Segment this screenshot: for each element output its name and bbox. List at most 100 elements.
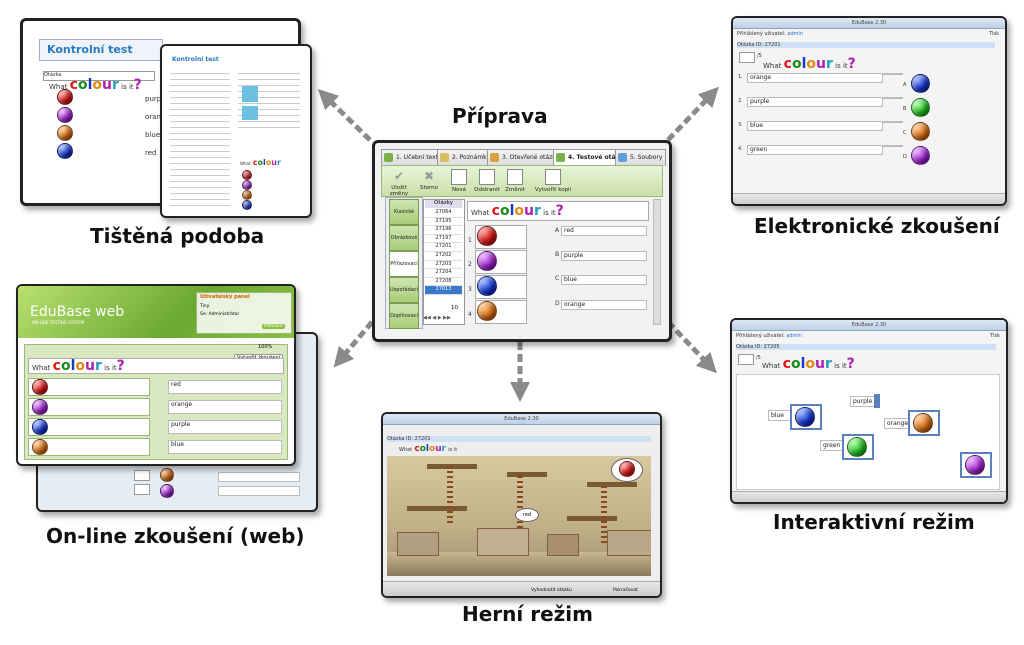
question-list-item[interactable]: 27195 bbox=[425, 217, 462, 227]
print-button[interactable]: Tisk bbox=[989, 31, 999, 37]
side-tab-usporadaci[interactable]: Uspořádací bbox=[389, 277, 419, 303]
copy-doc-icon bbox=[545, 169, 561, 185]
item-num-3: 3. bbox=[738, 122, 743, 128]
answer-num-3: 3 bbox=[468, 286, 472, 293]
item-select-3[interactable] bbox=[883, 121, 903, 123]
question-list-item[interactable]: 27197 bbox=[425, 234, 462, 244]
question-list-item[interactable]: 27201 bbox=[425, 243, 462, 252]
online-option-purple[interactable]: purple bbox=[168, 420, 282, 434]
side-tab-doplnovaci[interactable]: Doplňovací bbox=[389, 303, 419, 329]
online-option-orange[interactable]: orange bbox=[168, 400, 282, 414]
online-option-blue[interactable]: blue bbox=[168, 440, 282, 454]
answer-text-a[interactable]: red bbox=[561, 226, 647, 236]
question-count: 10 bbox=[451, 305, 458, 311]
item-text-purple[interactable]: purple bbox=[747, 97, 883, 107]
online-question-text: What colour is it? bbox=[32, 358, 125, 374]
item-text-green[interactable]: green bbox=[747, 145, 883, 155]
item-select-4[interactable] bbox=[883, 145, 903, 147]
answer-letter-a: A bbox=[555, 227, 560, 234]
item-text-blue[interactable]: blue bbox=[747, 121, 883, 131]
interactive-question-text: What colour is it? bbox=[762, 356, 855, 372]
cancel-button[interactable]: ✖Storno bbox=[419, 169, 439, 191]
item-select-2[interactable] bbox=[883, 97, 903, 99]
game-speech-bubble: red bbox=[515, 508, 539, 522]
printed-title: Kontrolní test bbox=[47, 43, 133, 56]
user-panel-row: Se: Administrátor bbox=[200, 312, 240, 317]
question-list-item[interactable]: 27204 bbox=[425, 269, 462, 278]
editor-window: 1. Učební text 2. Poznámky 3. Otevřené o… bbox=[372, 140, 672, 342]
online-option-red[interactable]: red bbox=[168, 380, 282, 394]
item-num-2: 2. bbox=[738, 98, 743, 104]
answer-text-b[interactable]: purple bbox=[561, 251, 647, 261]
printed-question: What colour is it? bbox=[49, 77, 142, 93]
item-text-orange[interactable]: orange bbox=[747, 73, 883, 83]
question-list-item-selected[interactable]: 27013 bbox=[425, 286, 462, 295]
interactive-page-count: /5 bbox=[756, 355, 761, 361]
page-selector[interactable] bbox=[739, 52, 755, 63]
printed-option-3: blue bbox=[145, 131, 161, 139]
tab-poznamky[interactable]: 2. Poznámky bbox=[437, 149, 494, 166]
tab-ucebni-text[interactable]: 1. Učební text bbox=[381, 149, 443, 166]
side-tab-prirazovaci[interactable]: Přiřazovací bbox=[389, 251, 419, 277]
print-button-2[interactable]: Tisk bbox=[990, 333, 1000, 339]
printed-option-1: purple bbox=[145, 95, 168, 103]
continue-button[interactable]: Pokračovat bbox=[613, 588, 638, 593]
caption-priprava: Příprava bbox=[452, 104, 548, 128]
answer-num-2: 2 bbox=[468, 261, 472, 268]
answer-letter-b: B bbox=[555, 251, 560, 258]
electronic-question-text: What colour is it? bbox=[763, 56, 856, 72]
editor-scrollbar[interactable] bbox=[653, 199, 661, 325]
question-list-item[interactable]: 27064 bbox=[425, 209, 462, 218]
caption-elektronicke-zkouseni: Elektronické zkoušení bbox=[754, 214, 1000, 238]
user-name[interactable]: admin bbox=[787, 31, 803, 37]
user-panel-row: Tiny bbox=[200, 304, 210, 309]
game-scene: red bbox=[387, 456, 651, 576]
logout-button[interactable]: Odhlásit bbox=[262, 324, 285, 329]
interactive-question-id: Otázka ID: 27205 bbox=[736, 344, 996, 350]
logo-subtitle: ON-LINE TESTING SYSTEM bbox=[32, 320, 85, 325]
caption-online-zkouseni: On-line zkoušení (web) bbox=[46, 524, 305, 548]
copy-button[interactable]: Vytvořit kopii bbox=[533, 169, 573, 193]
game-question-id: Otázka ID: 27201 bbox=[387, 436, 651, 442]
question-id: Otázka ID: 27201 bbox=[737, 42, 995, 48]
interactive-page-selector[interactable] bbox=[738, 354, 754, 365]
page-count: /5 bbox=[757, 53, 762, 59]
printed-title-2: Kontrolní test bbox=[172, 56, 219, 63]
item-letter-d: D bbox=[903, 154, 907, 160]
caption-interaktivni-rezim: Interaktivní režim bbox=[773, 510, 975, 534]
edit-button[interactable]: Změnit bbox=[501, 169, 529, 193]
interactive-window: EduBase 2.30 Přihlášený uživatel: admin … bbox=[730, 318, 1008, 504]
item-letter-c: C bbox=[903, 130, 907, 136]
answer-letter-c: C bbox=[555, 275, 560, 282]
printed-preview-front: Kontrolní test What colour bbox=[160, 44, 312, 218]
caption-tistena-podoba: Tištěná podoba bbox=[90, 224, 265, 248]
item-select-1[interactable] bbox=[883, 73, 903, 75]
answer-text-c[interactable]: blue bbox=[561, 275, 647, 285]
question-list-item[interactable]: 27202 bbox=[425, 252, 462, 261]
delete-button[interactable]: Odstranit bbox=[473, 169, 501, 193]
user-panel-title: Uživatelský panel bbox=[200, 294, 250, 300]
question-list-item[interactable]: 27208 bbox=[425, 277, 462, 287]
tab-otevrene-otazky[interactable]: 3. Otevřené otázky bbox=[487, 149, 564, 166]
list-pager[interactable]: ◀◀ ◀ ▶ ▶▶ bbox=[423, 315, 451, 321]
electronic-window: EduBase 2.30 Přihlášený uživatel: admin … bbox=[731, 16, 1007, 206]
side-tab-klasicke[interactable]: Klasické bbox=[389, 199, 419, 225]
item-letter-b: B bbox=[903, 106, 907, 112]
zoom-level[interactable]: 100% bbox=[258, 344, 273, 350]
answer-num-1: 1 bbox=[468, 237, 472, 244]
save-changes-button[interactable]: ✔Uložit změny bbox=[389, 169, 409, 197]
new-button[interactable]: Nová bbox=[445, 169, 473, 193]
user-name-2[interactable]: admin bbox=[786, 333, 802, 339]
tab-soubory[interactable]: 5. Soubory bbox=[615, 149, 667, 166]
question-list-item[interactable]: 27203 bbox=[425, 260, 462, 270]
evaluate-question-button[interactable]: Vyhodnotit otázku bbox=[531, 588, 572, 593]
answer-text-d[interactable]: orange bbox=[561, 300, 647, 310]
item-letter-a: A bbox=[903, 82, 907, 88]
new-doc-icon bbox=[451, 169, 467, 185]
answer-num-4: 4 bbox=[468, 311, 472, 318]
item-num-1: 1. bbox=[738, 74, 743, 80]
printed-option-4: red bbox=[145, 149, 157, 157]
user-label: Přihlášený uživatel: bbox=[737, 31, 786, 37]
side-tab-obrazkove[interactable]: Obrázkové bbox=[389, 225, 419, 251]
question-list-item[interactable]: 27196 bbox=[425, 226, 462, 235]
